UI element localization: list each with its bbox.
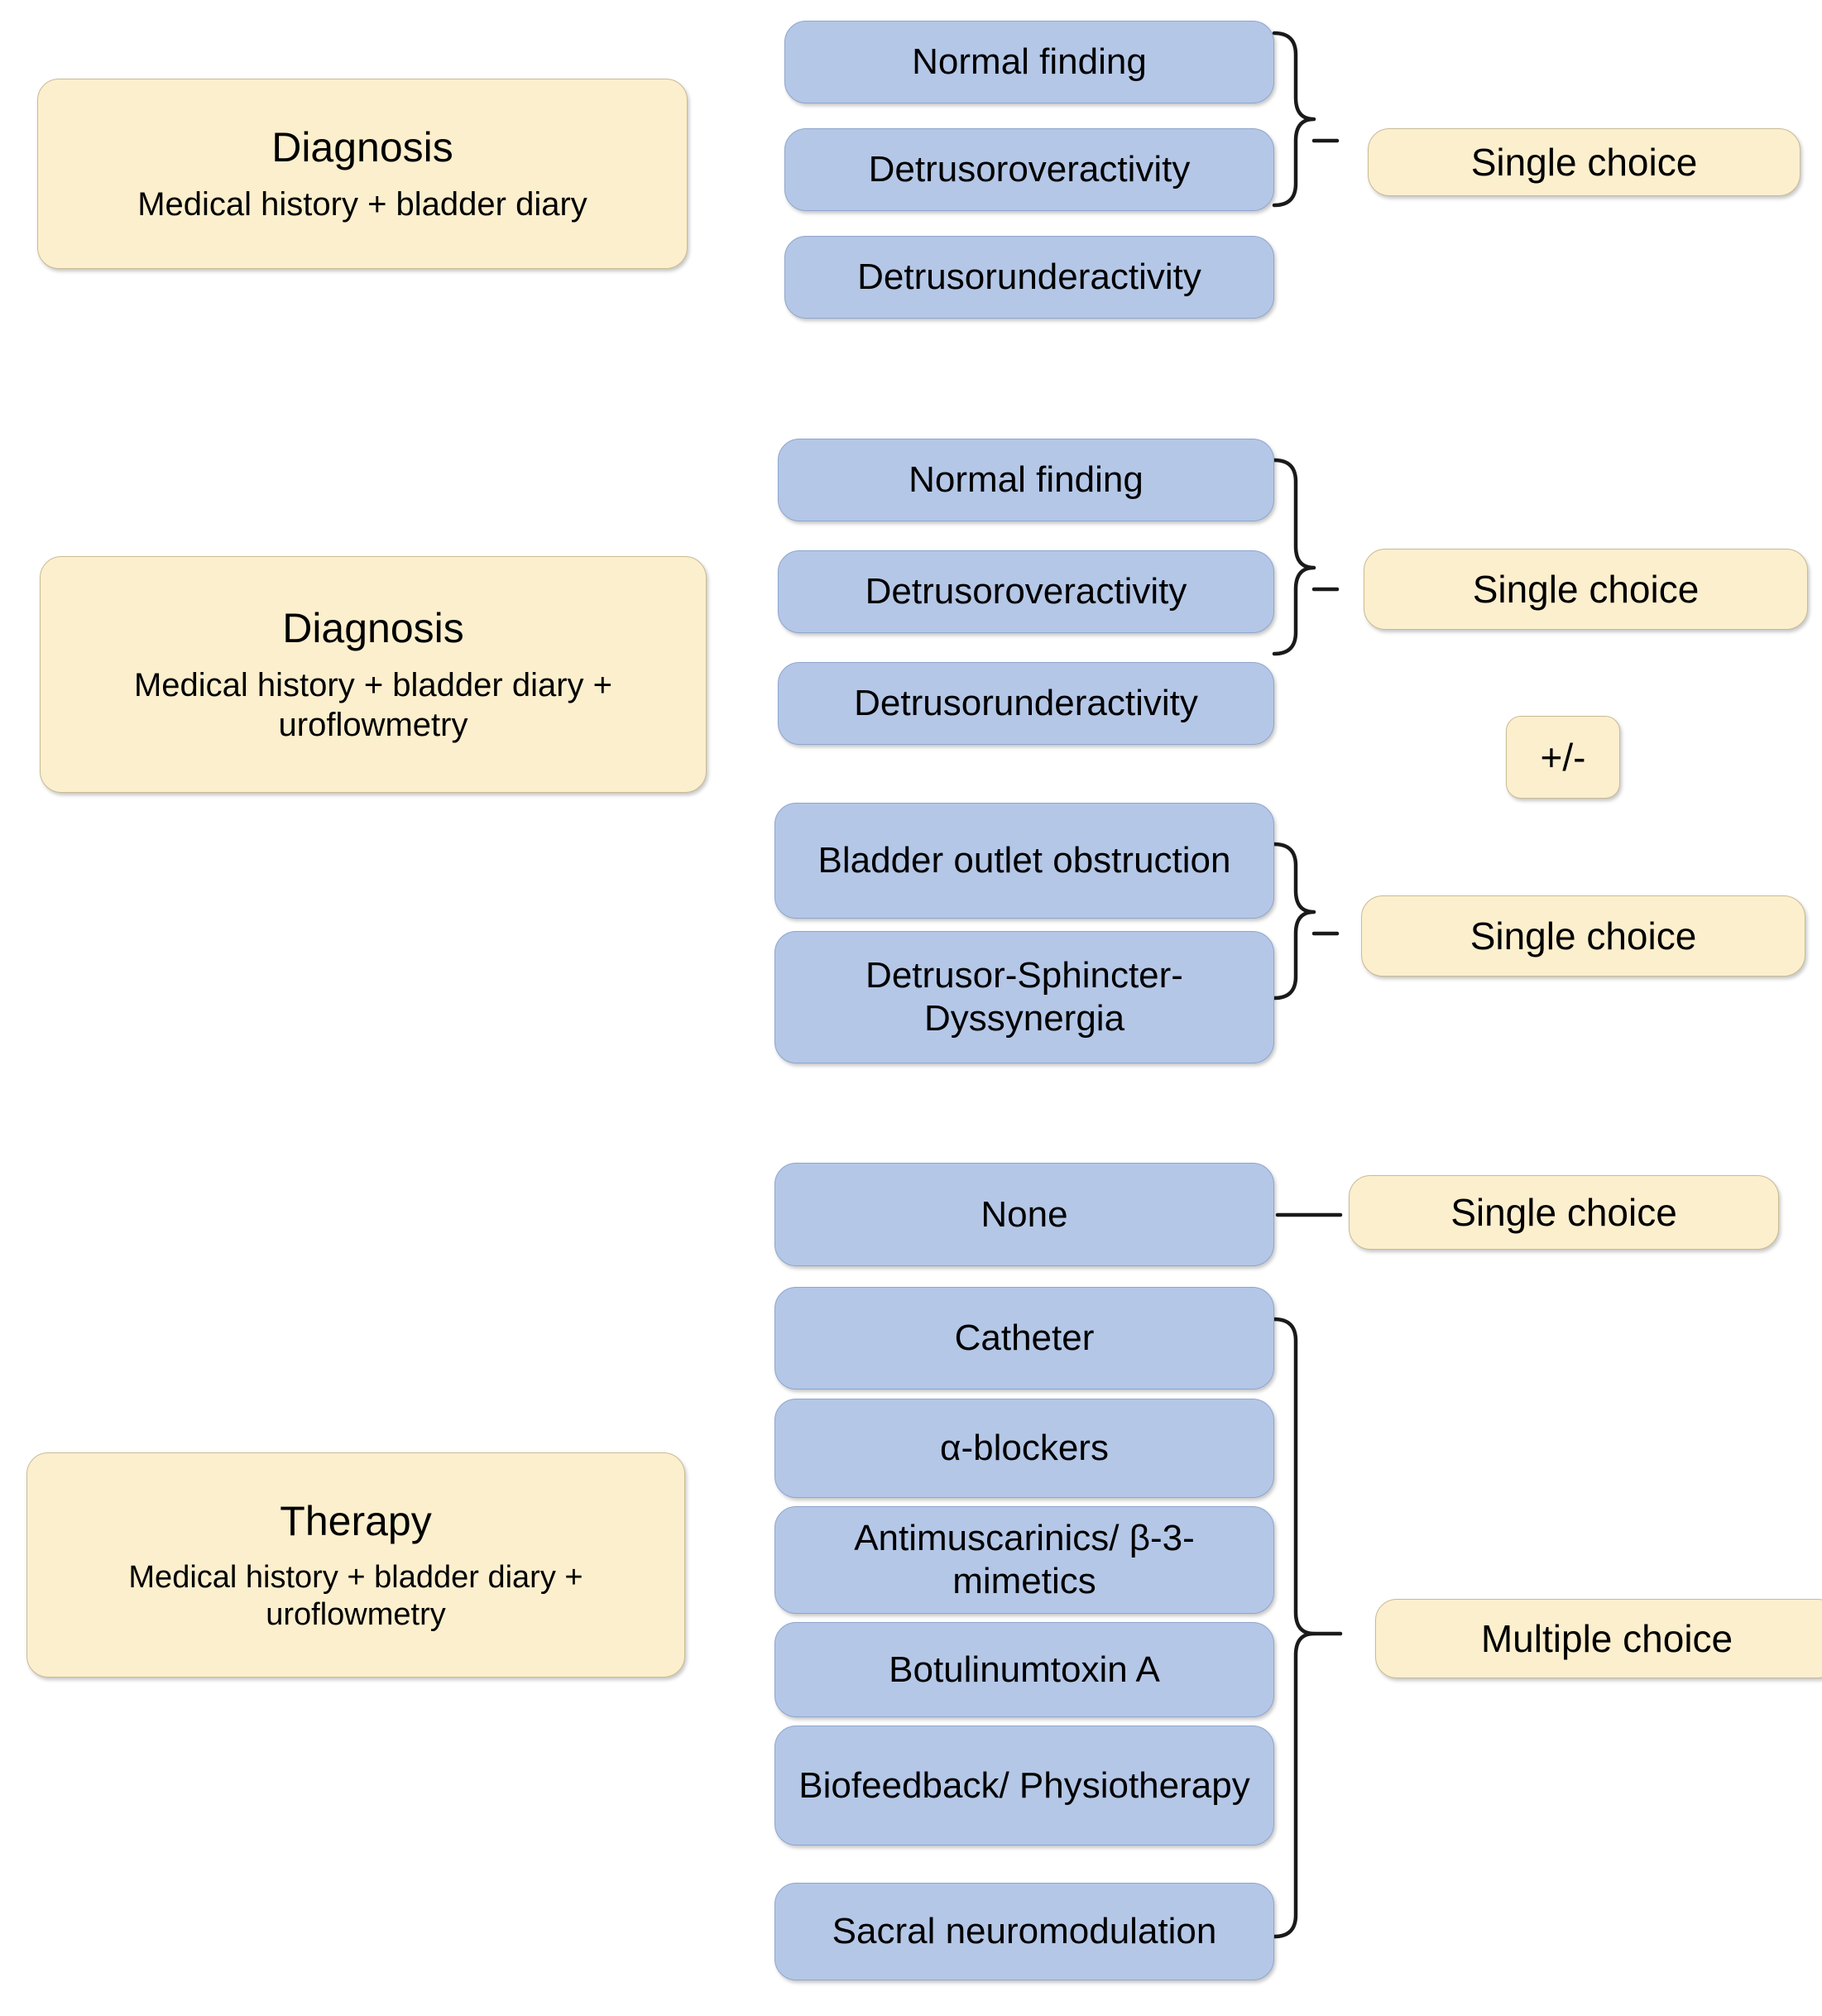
choice-label: Single choice — [1470, 140, 1698, 184]
option-label: Detrusoroveractivity — [865, 571, 1187, 612]
stage-box-diagnosis-uroflow[interactable]: Diagnosis Medical history + bladder diar… — [40, 556, 707, 793]
stage-box-therapy[interactable]: Therapy Medical history + bladder diary … — [26, 1452, 685, 1678]
stage-title: Diagnosis — [271, 123, 453, 170]
stage-subtitle: Medical history + bladder diary — [137, 185, 587, 223]
option-box[interactable]: Detrusorunderactivity — [784, 236, 1274, 319]
option-label: Biofeedback/ Physiotherapy — [798, 1764, 1250, 1806]
option-box[interactable]: None — [774, 1163, 1274, 1266]
option-box[interactable]: Normal finding — [784, 21, 1274, 103]
option-label: Sacral neuromodulation — [832, 1911, 1217, 1952]
choice-label: Single choice — [1470, 914, 1697, 958]
modifier-badge-plus-minus[interactable]: +/- — [1506, 716, 1620, 799]
choice-label: Multiple choice — [1480, 1616, 1733, 1660]
brace-diagnosis-basic — [1272, 31, 1316, 208]
option-label: α-blockers — [940, 1428, 1109, 1469]
option-box[interactable]: Normal finding — [778, 439, 1274, 521]
option-label: Detrusorunderactivity — [857, 257, 1201, 298]
option-box[interactable]: α-blockers — [774, 1399, 1274, 1498]
option-label: None — [981, 1193, 1068, 1235]
option-label: Bladder outlet obstruction — [818, 840, 1231, 881]
option-label: Catheter — [954, 1318, 1095, 1359]
stage-box-diagnosis-basic[interactable]: Diagnosis Medical history + bladder diar… — [37, 79, 688, 269]
option-box[interactable]: Botulinumtoxin A — [774, 1622, 1274, 1717]
choice-badge[interactable]: Single choice — [1361, 895, 1805, 977]
option-box[interactable]: Antimuscarinics/ β-3-mimetics — [774, 1506, 1274, 1614]
option-box[interactable]: Detrusorunderactivity — [778, 662, 1274, 745]
option-box[interactable]: Catheter — [774, 1287, 1274, 1390]
choice-badge[interactable]: Single choice — [1368, 128, 1800, 196]
modifier-label: +/- — [1540, 735, 1586, 779]
stage-title: Diagnosis — [282, 605, 464, 652]
choice-label: Single choice — [1450, 1190, 1677, 1234]
brace-diagnosis-uroflow-obstruction — [1272, 842, 1316, 1001]
option-label: Detrusor-Sphincter-Dyssynergia — [865, 955, 1183, 1039]
brace-diagnosis-uroflow-findings — [1272, 458, 1316, 656]
stage-subtitle: Medical history + bladder diary + uroflo… — [128, 1559, 583, 1632]
option-box[interactable]: Detrusor-Sphincter-Dyssynergia — [774, 931, 1274, 1063]
option-label: Detrusorunderactivity — [854, 683, 1198, 724]
choice-label: Single choice — [1472, 567, 1700, 611]
stage-subtitle: Medical history + bladder diary + uroflo… — [133, 667, 613, 743]
choice-badge[interactable]: Single choice — [1349, 1175, 1779, 1250]
option-label: Normal finding — [912, 41, 1147, 83]
option-box[interactable]: Detrusoroveractivity — [778, 550, 1274, 633]
option-label: Botulinumtoxin A — [889, 1649, 1160, 1690]
option-box[interactable]: Sacral neuromodulation — [774, 1883, 1274, 1980]
option-label: Antimuscarinics/ β-3-mimetics — [854, 1518, 1195, 1601]
option-box[interactable]: Bladder outlet obstruction — [774, 803, 1274, 919]
option-label: Normal finding — [909, 459, 1144, 501]
stage-title: Therapy — [280, 1497, 432, 1544]
choice-badge[interactable]: Single choice — [1364, 549, 1808, 630]
option-label: Detrusoroveractivity — [868, 149, 1191, 190]
choice-badge[interactable]: Multiple choice — [1375, 1599, 1822, 1678]
option-box[interactable]: Biofeedback/ Physiotherapy — [774, 1726, 1274, 1846]
brace-therapy-options — [1272, 1317, 1316, 1939]
option-box[interactable]: Detrusoroveractivity — [784, 128, 1274, 211]
